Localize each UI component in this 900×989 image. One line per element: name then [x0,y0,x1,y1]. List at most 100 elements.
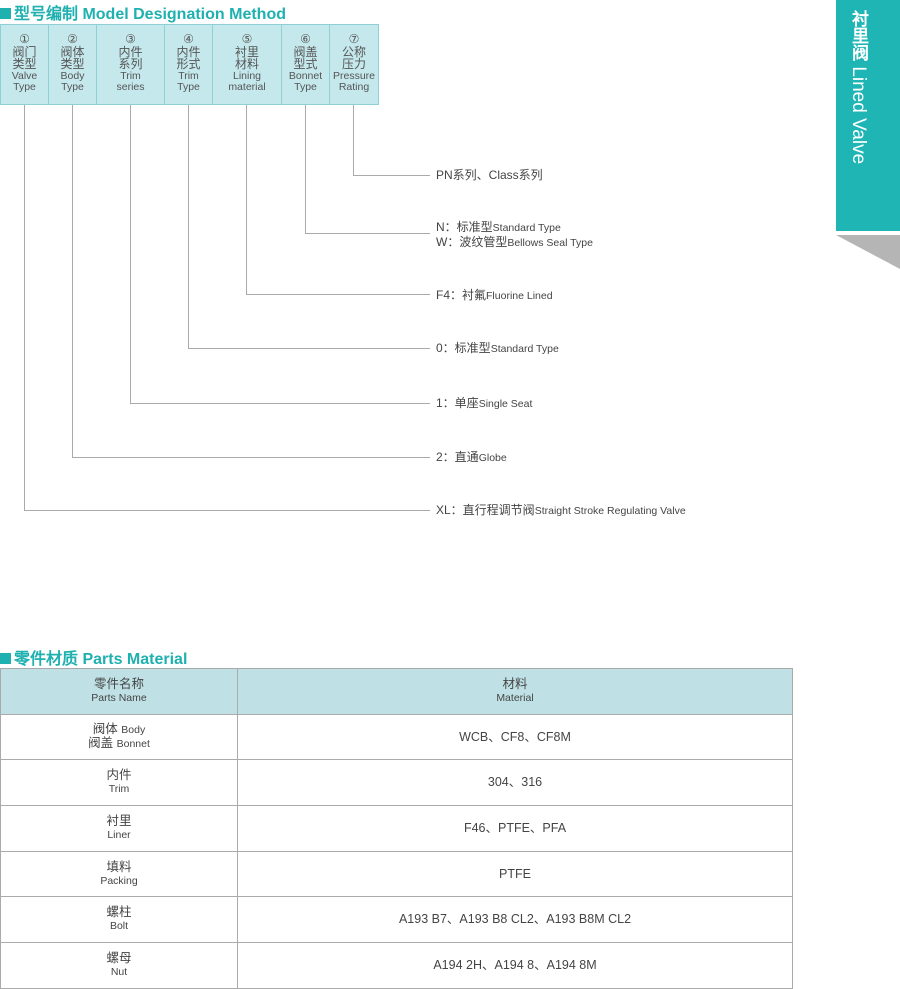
text: 压力 [341,57,366,71]
text: ⑥ [300,32,311,46]
text: W：波纹管型 [436,235,508,249]
text: 2：直通 [436,450,479,464]
text: 螺母 [106,950,132,965]
text: 材料 [234,57,259,71]
text: Lined Valve [848,66,869,165]
text: ③ [125,32,136,46]
label-pressure: PN系列、Class系列 [436,168,543,182]
text: ⑦ [348,32,360,46]
text: Type [13,81,36,93]
leader-line [130,403,430,404]
text: 内件 [176,44,201,59]
text: Fluorine Lined [486,290,553,302]
text: 类型 [12,57,37,71]
part-material: PTFE [237,850,793,898]
part-material: WCB、CF8、CF8M [237,713,793,761]
tab-shadow [836,235,900,269]
text: ① [19,32,30,46]
text: 公称 [341,44,366,59]
part-material: F46、PTFE、PFA [237,805,793,852]
leader-line [353,175,430,176]
text: N：标准型 [436,220,493,234]
text: 阀盖 [293,44,318,59]
leader-line [24,510,430,511]
text: Parts Name [91,691,147,704]
text: F4：衬氟 [436,288,487,302]
text: Bolt [109,920,129,933]
text: Bellows Seal Type [507,237,593,249]
text: Packing [100,874,138,887]
label-trim-type: 0：标准型Standard Type [436,341,559,356]
text: Type [294,81,317,93]
label-lining: F4：衬氟Fluorine Lined [436,288,553,303]
section-title-designation: 型号编制 Model Designation Method [0,0,286,24]
text: 阀盖 [88,736,114,751]
text: Bonnet [116,738,150,751]
text: material [228,81,266,93]
text: 衬里 [106,813,132,828]
text: PN系列、Class系列 [436,168,543,182]
text: 零件名称 [93,676,144,691]
text: 型式 [293,57,318,71]
leader-line [130,105,131,403]
text: XL：直行程调节阀 [436,503,535,517]
text: Straight Stroke Regulating Valve [534,505,686,517]
text: Type [61,81,84,93]
side-tab [836,0,900,231]
text: 系列 [118,57,143,71]
text: Single Seat [478,398,533,410]
text: ② [67,32,78,46]
text: 内件 [106,768,132,783]
leader-line [72,457,430,458]
text: 类型 [60,57,85,71]
text: Trim [178,69,199,82]
text: Bonnet [288,69,323,82]
text: 阀体 [60,44,85,59]
text: Valve [11,69,38,82]
text: 阀体 [92,722,118,737]
text: 阀门 [12,44,37,59]
text: 内件 [118,44,143,59]
text: Trim [120,69,141,82]
side-tab-text: 衬里阀 Lined Valve [846,10,871,164]
text: Body [60,69,85,82]
text: 填料 [106,859,132,874]
text: Trim [108,783,130,796]
text: series [116,81,145,93]
text: 螺柱 [106,905,132,920]
part-material: 304、316 [237,759,793,807]
text: ④ [183,32,194,46]
leader-line [188,105,189,348]
part-material: A193 B7、A193 B8 CL2、A193 B8M CL2 [237,896,793,944]
text: Type [177,81,200,93]
leader-line [72,105,73,457]
leader-line [246,294,430,295]
leader-line [188,348,430,349]
text: Nut [110,965,128,978]
part-material: A194 2H、A194 8、A194 8M [237,942,793,989]
label-valve: XL：直行程调节阀Straight Stroke Regulating Valv… [436,503,686,518]
text: Liner [107,828,131,841]
label-body: 2：直通Globe [436,450,507,465]
leader-line [305,233,430,234]
label-trim-series: 1：单座Single Seat [436,396,532,411]
